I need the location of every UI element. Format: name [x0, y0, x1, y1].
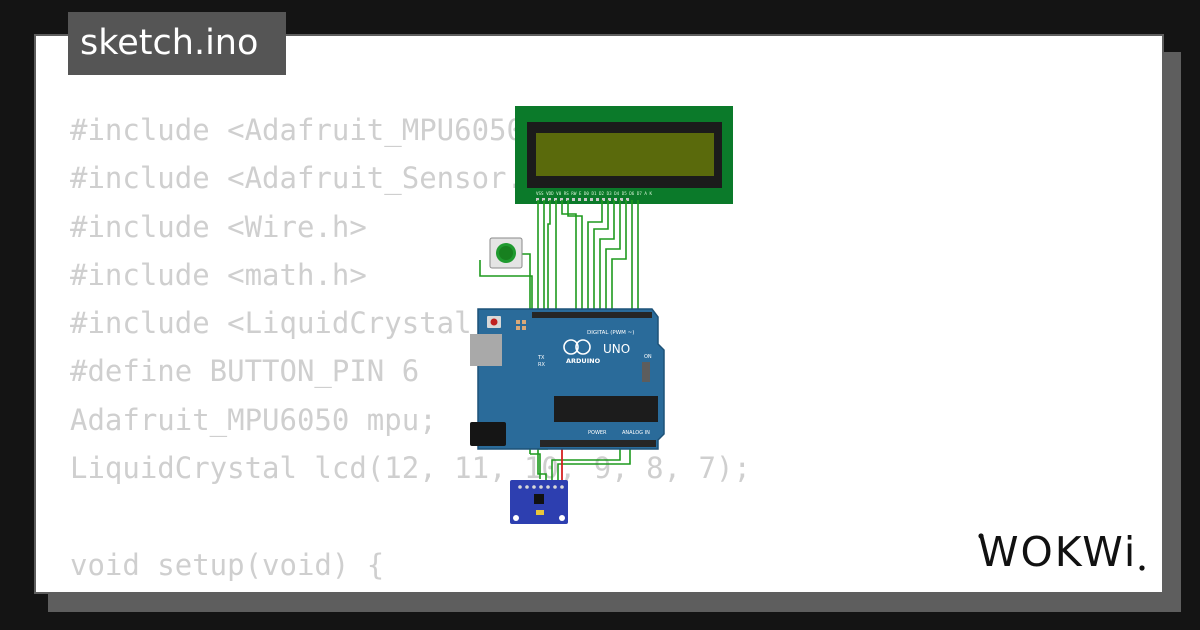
- code-line: #define BUTTON_PIN 6: [70, 354, 420, 389]
- rx-label: RX: [538, 362, 545, 368]
- arduino-logo-icon: [563, 339, 591, 355]
- file-tab[interactable]: sketch.ino: [68, 12, 286, 75]
- tx-label: TX: [537, 355, 545, 361]
- wokwi-logo: WOKWi: [978, 528, 1145, 574]
- mpu6050-sensor[interactable]: [510, 480, 568, 524]
- analog-pins-label: ANALOG IN: [622, 430, 650, 436]
- push-button[interactable]: [489, 237, 523, 269]
- digital-pins-label: DIGITAL (PWM ~): [587, 330, 634, 336]
- circuit-diagram: VSS VDD V0 RS RW E D0 D1 D2 D3 D4 D5 D6 …: [470, 106, 733, 524]
- file-tab-label: sketch.ino: [80, 23, 259, 63]
- wokwi-logo-text: WOKWi: [978, 528, 1137, 574]
- code-line: #include <Wire.h>: [70, 209, 367, 244]
- arduino-model: UNO: [603, 342, 630, 356]
- power-pins-label: POWER: [588, 430, 607, 436]
- arduino-uno-board[interactable]: DIGITAL (PWM ~) ARDUINO UNO TX RX ON POW…: [470, 308, 665, 450]
- code-line: LiquidCrystal lcd(12, 11, 10, 9, 8, 7);: [70, 451, 751, 486]
- power-on-label: ON: [644, 354, 652, 360]
- code-line: #include <Adafruit_Sensor.h>: [70, 161, 559, 196]
- code-line: void setup(void) {: [70, 547, 385, 582]
- code-line: #include <math.h>: [70, 257, 367, 292]
- lcd-pin-labels: VSS VDD V0 RS RW E D0 D1 D2 D3 D4 D5 D6 …: [536, 191, 652, 196]
- arduino-brand: ARDUINO: [566, 357, 601, 365]
- code-line: Adafruit_MPU6050 mpu;: [70, 402, 437, 437]
- lcd-display[interactable]: VSS VDD V0 RS RW E D0 D1 D2 D3 D4 D5 D6 …: [515, 106, 733, 204]
